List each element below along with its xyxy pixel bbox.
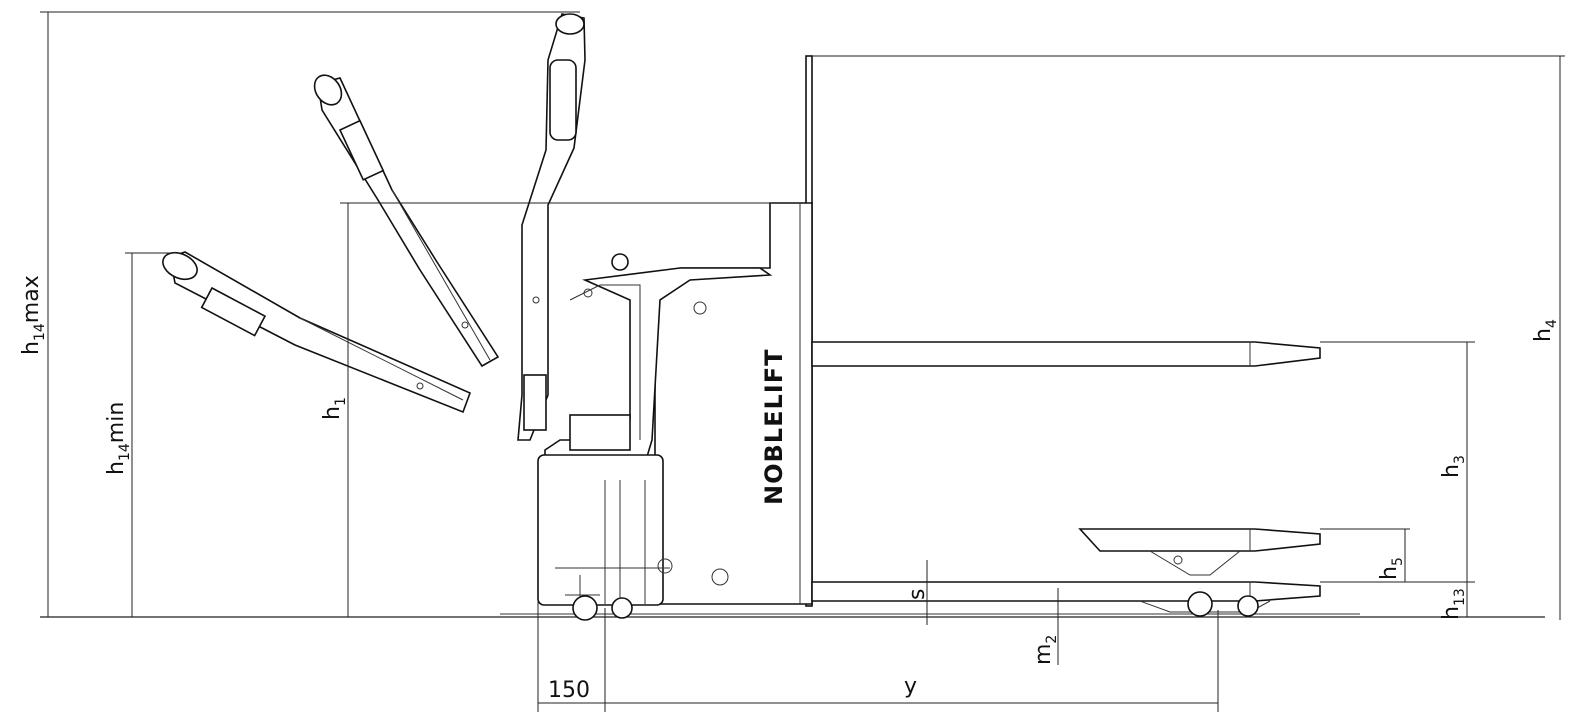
- load-roller-front: [1187, 591, 1213, 617]
- label-m2: m2: [1031, 635, 1060, 665]
- label-h13: h13: [1439, 588, 1468, 620]
- tiller-low-position: [162, 251, 472, 414]
- label-h1: h1: [320, 397, 349, 420]
- svg-text:h14max: h14max: [19, 275, 48, 355]
- svg-text:h4: h4: [1531, 319, 1560, 342]
- svg-text:h13: h13: [1439, 588, 1468, 620]
- svg-text:h5: h5: [1377, 557, 1406, 580]
- label-y: y: [904, 674, 917, 699]
- svg-text:h14min: h14min: [104, 402, 133, 475]
- label-h5: h5: [1377, 557, 1406, 580]
- label-h14max: h14max: [19, 275, 48, 355]
- load-roller-rear: [1237, 595, 1259, 617]
- fork-lowered: [811, 581, 1321, 617]
- fork-raised: [811, 341, 1321, 367]
- svg-text:h3: h3: [1439, 455, 1468, 478]
- label-h4: h4: [1531, 319, 1560, 342]
- label-h14min: h14min: [104, 402, 133, 475]
- support-arm-platform: [1078, 528, 1321, 576]
- drive-wheel: [572, 595, 598, 621]
- brand-logo-text: NOBLELIFT: [760, 349, 788, 505]
- tiller-mid-position: [313, 74, 500, 368]
- label-h3: h3: [1439, 455, 1468, 478]
- tiller-upright-position: [517, 13, 586, 441]
- svg-text:m2: m2: [1031, 635, 1060, 665]
- svg-text:h1: h1: [320, 397, 349, 420]
- label-s: s: [905, 589, 930, 600]
- label-150: 150: [548, 678, 590, 703]
- truck-chassis: [537, 55, 813, 621]
- svg-text:s: s: [905, 589, 930, 600]
